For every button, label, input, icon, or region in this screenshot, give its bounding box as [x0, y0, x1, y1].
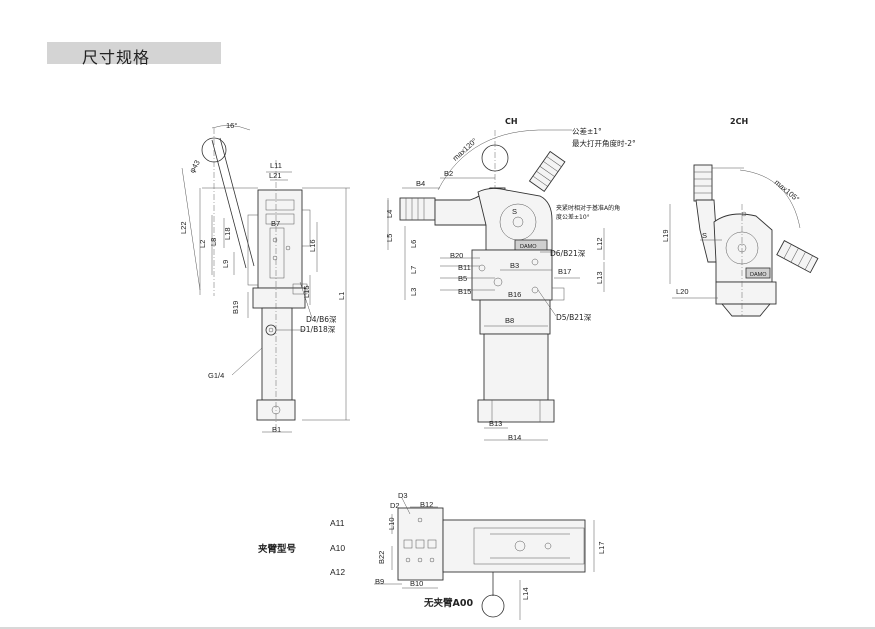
dim-B14: B14	[508, 433, 521, 442]
dim-D2: D2	[390, 501, 400, 510]
dim-L6: L6	[409, 240, 418, 248]
dim-B15: B15	[458, 287, 471, 296]
dim-L8: L8	[209, 238, 218, 246]
section-header-bar	[47, 42, 221, 64]
dim-B13: B13	[489, 419, 502, 428]
arm-code-a11: A11	[330, 518, 345, 528]
dim-L19: L19	[661, 229, 670, 242]
dim-L2: L2	[198, 240, 207, 248]
d5-b21-label: D5/B21深	[556, 313, 592, 322]
dim-B19: B19	[231, 301, 240, 314]
damo-logo-2ch: DAMO	[750, 272, 767, 278]
dim-L20: L20	[676, 287, 689, 296]
dim-S-ch: S	[512, 207, 517, 216]
dim-L1: L1	[337, 292, 346, 300]
dim-L22: L22	[179, 221, 188, 234]
dim-L21: L21	[269, 171, 282, 180]
dim-L16: L16	[308, 239, 317, 252]
top-view-drawing	[374, 497, 595, 620]
dim-S-2ch: S	[702, 231, 707, 240]
side-view-drawing	[181, 125, 350, 433]
dim-B2: B2	[444, 169, 453, 178]
tolerance-line2: 最大打开角度时-2°	[572, 138, 636, 148]
section-title: 尺寸规格	[82, 48, 151, 67]
dim-L3: L3	[409, 288, 418, 296]
dim-B22: B22	[377, 551, 386, 564]
dim-L7: L7	[409, 266, 418, 274]
arm-code-a10: A10	[330, 543, 345, 553]
2ch-view-title: 2CH	[730, 117, 748, 126]
ch-view-title: CH	[505, 117, 518, 126]
dim-B12: B12	[420, 500, 433, 509]
damo-logo-ch: DAMO	[520, 244, 537, 250]
dim-B17: B17	[558, 267, 571, 276]
angle-16-label: 16°	[226, 121, 237, 130]
ch-view-drawing	[387, 129, 605, 441]
dim-L18: L18	[223, 227, 232, 240]
dim-D3: D3	[398, 491, 408, 500]
dim-B11: B11	[458, 263, 471, 272]
dim-B7: B7	[271, 219, 280, 228]
dim-B3: B3	[510, 261, 519, 270]
dim-B5: B5	[458, 274, 467, 283]
dim-L14: L14	[521, 587, 530, 600]
dim-B1: B1	[272, 425, 281, 434]
d4-b6-label: D4/B6深	[306, 315, 337, 324]
clamp-note-line1: 夹紧时相对于基准A的角	[556, 204, 620, 212]
dim-B9: B9	[375, 577, 384, 586]
arm-code-a12: A12	[330, 567, 345, 577]
2ch-view-drawing	[669, 164, 819, 317]
dim-B4: B4	[416, 179, 425, 188]
max120-label: max120°	[451, 136, 479, 163]
diameter-43-label: φ43	[187, 159, 201, 175]
g14-label: G1/4	[208, 371, 224, 380]
dim-B16: B16	[508, 290, 521, 299]
tolerance-line1: 公差±1°	[572, 126, 602, 136]
no-arm-label: 无夹臂A00	[423, 597, 473, 609]
dim-L9: L9	[221, 260, 230, 268]
dim-L17: L17	[597, 541, 606, 554]
arm-types-label: 夹臂型号	[257, 543, 297, 555]
dim-L5: L5	[385, 234, 394, 242]
dim-L15: L15	[302, 285, 311, 298]
dim-L11: L11	[270, 161, 282, 170]
dim-L12: L12	[595, 237, 604, 250]
dim-L10: L10	[387, 517, 396, 530]
dim-L4: L4	[385, 210, 394, 218]
dim-B20: B20	[450, 251, 463, 260]
clamp-note-line2: 度公差±10°	[556, 213, 590, 221]
d1-b18-label: D1/B18深	[300, 325, 336, 334]
max105-label: max105°	[773, 178, 802, 204]
dim-B8: B8	[505, 316, 514, 325]
dim-L13: L13	[595, 271, 604, 284]
d6-b21-label: D6/B21深	[550, 249, 586, 258]
page-bottom-edge	[0, 627, 875, 629]
dim-B10: B10	[410, 579, 423, 588]
